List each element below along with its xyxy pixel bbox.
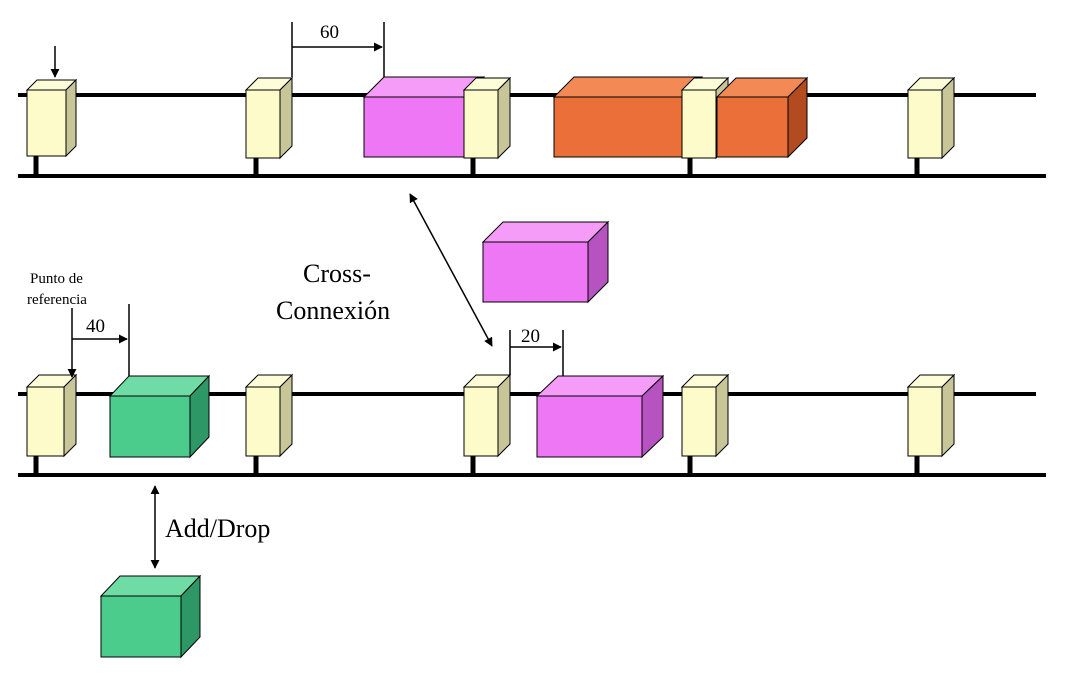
reference-label-line2: referencia [27, 292, 87, 308]
pink-payload-box [362, 76, 486, 158]
cross-connect-label-line2: Connexión [276, 296, 390, 325]
orange-payload-box [552, 76, 704, 158]
frame-marker [680, 373, 730, 458]
frame-marker [25, 373, 78, 458]
left-offset-label: 40 [86, 316, 105, 337]
frame-marker [906, 373, 956, 458]
cross-connect-label-line1: Cross- [303, 259, 371, 288]
frame-marker [244, 76, 294, 160]
reference-label-line1: Punto de [30, 271, 83, 287]
cross-connect-arrow [409, 193, 493, 347]
pink-payload-box [535, 374, 665, 459]
pink-crossconnect-box [481, 220, 610, 304]
add-drop-label: Add/Drop [165, 514, 270, 543]
top-offset-label: 60 [320, 22, 339, 43]
frame-marker [906, 76, 956, 160]
frame-marker [244, 373, 294, 458]
mid-offset-label: 20 [521, 326, 540, 347]
frame-marker [25, 78, 78, 158]
cross-connect: Cross- Connexión [276, 193, 610, 347]
orange-payload-box [715, 76, 809, 159]
top-stream: 60 [18, 22, 1046, 178]
green-adddrop-box [99, 574, 202, 659]
green-payload-box [108, 374, 211, 459]
add-drop: Add/Drop [99, 485, 270, 659]
bottom-stream: Punto de referencia 40 20 [18, 271, 1046, 477]
frame-marker [462, 373, 512, 458]
frame-marker [462, 76, 512, 160]
